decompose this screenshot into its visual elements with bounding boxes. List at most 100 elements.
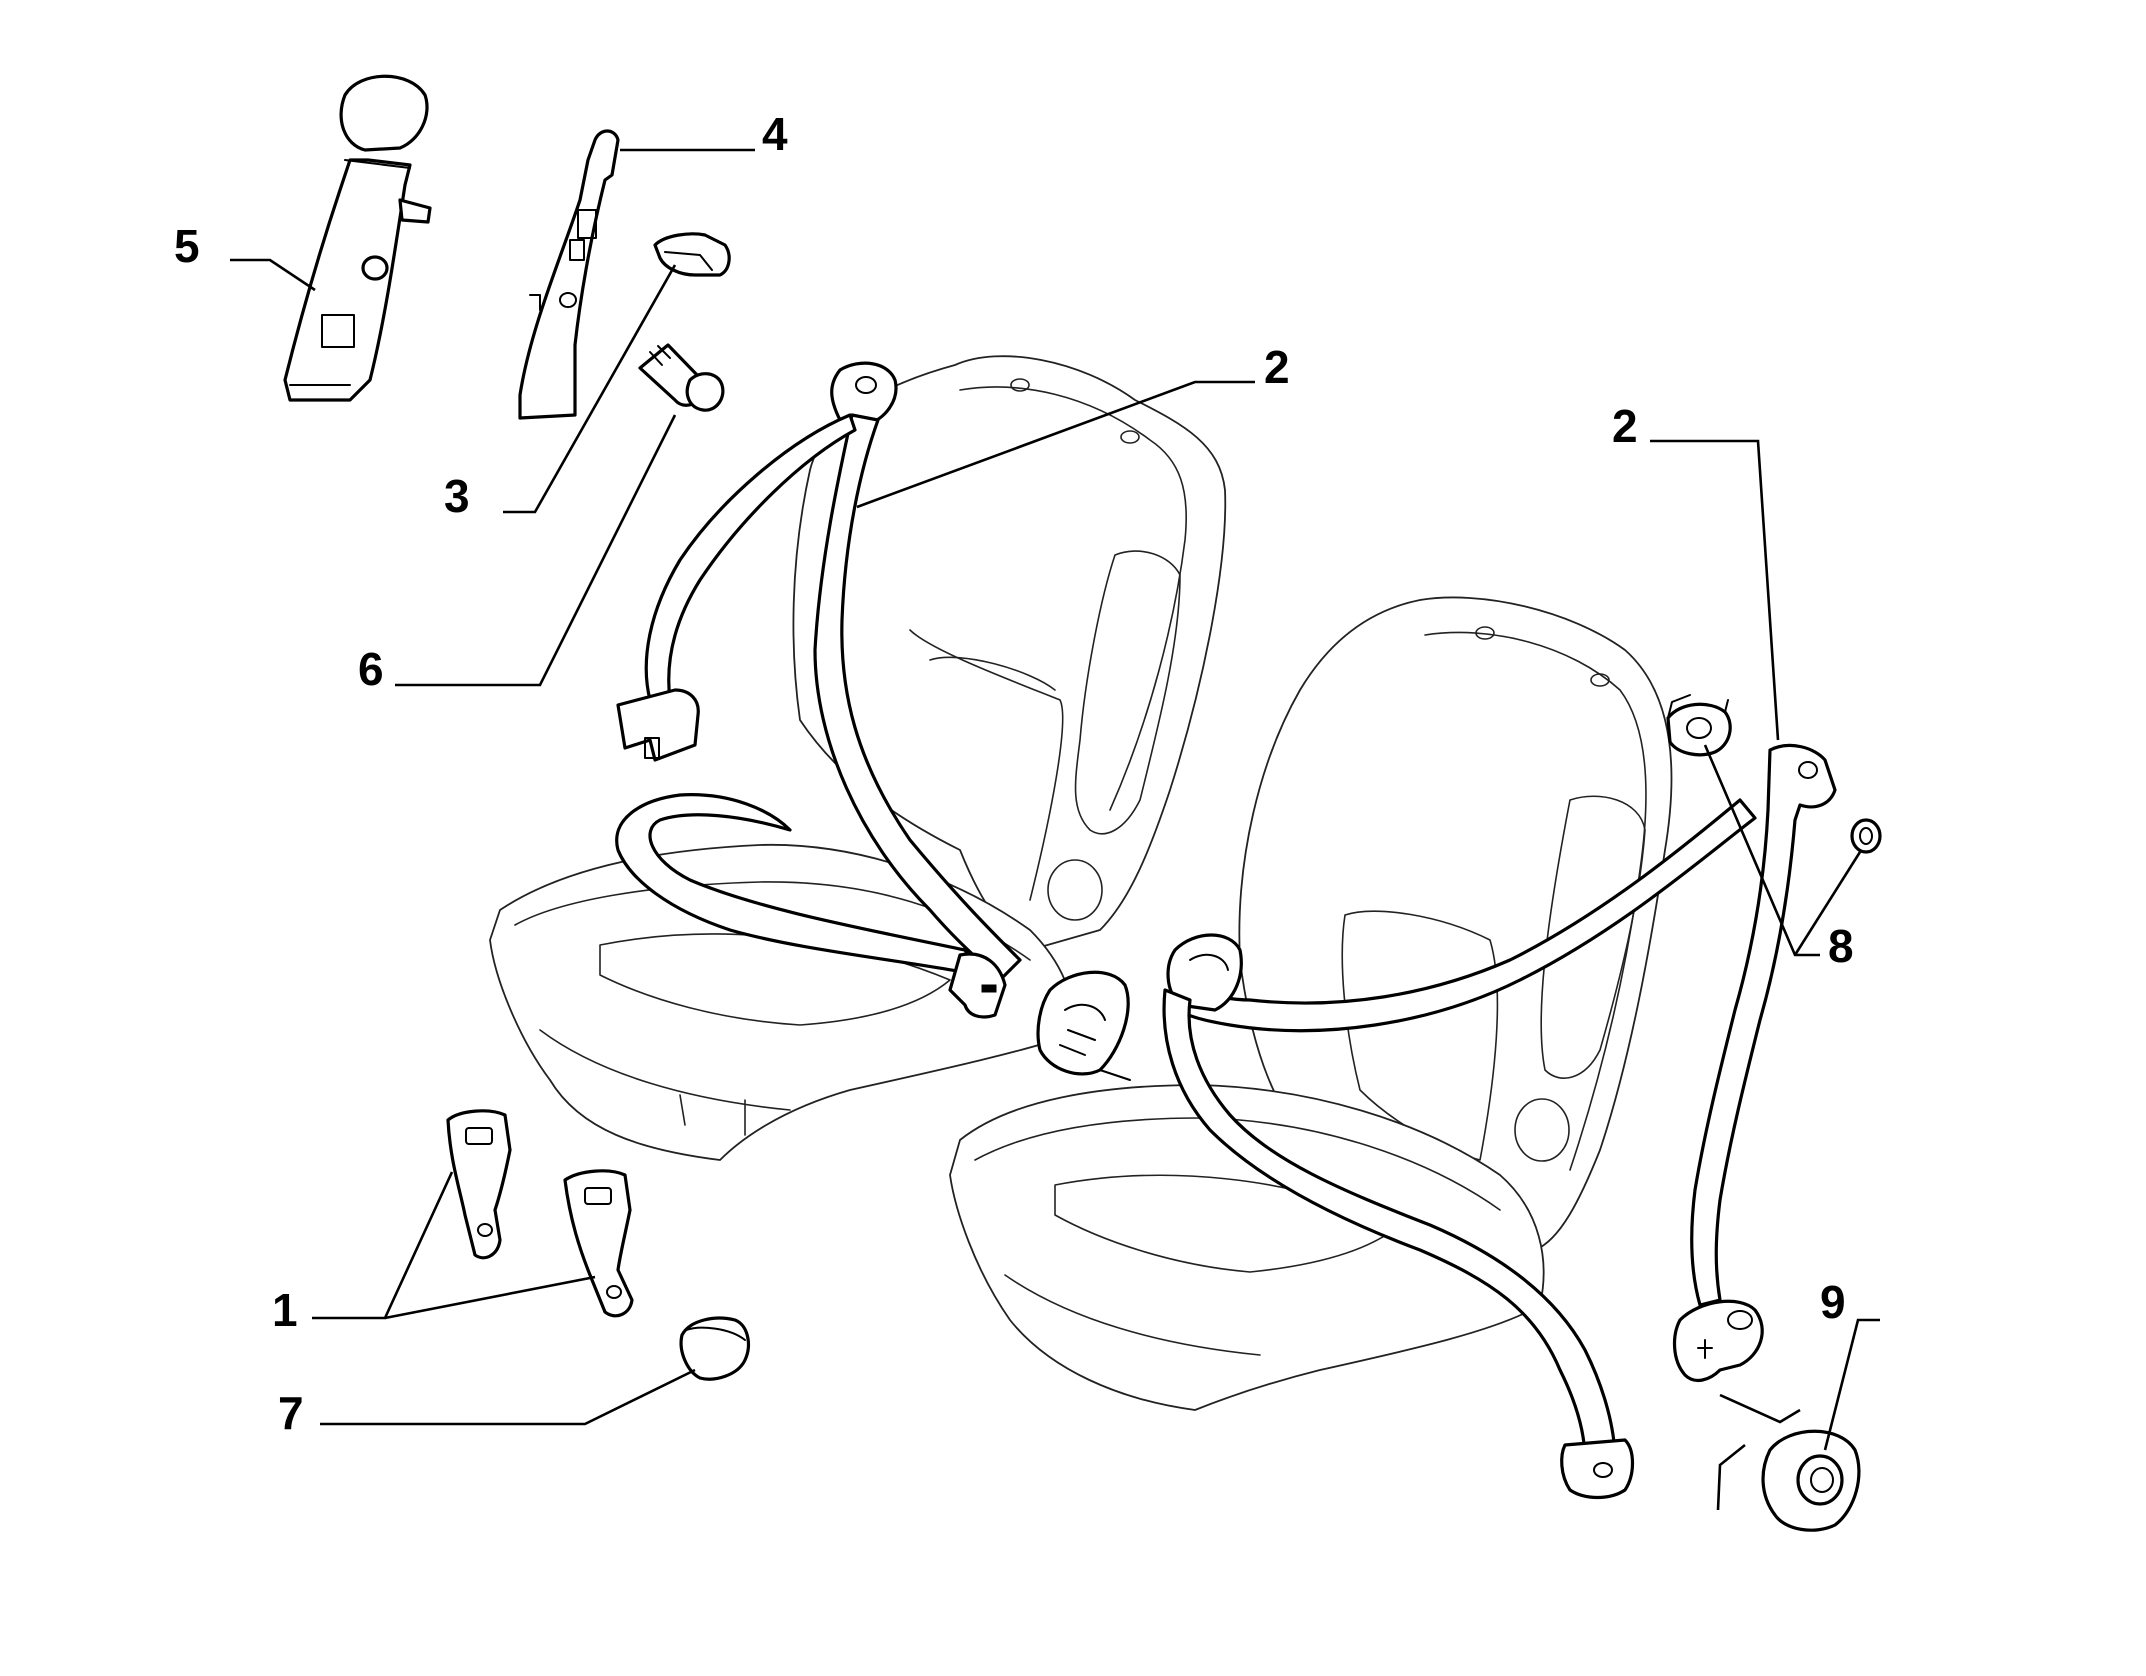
right-cushion-front-edge — [1004, 1274, 1261, 1356]
right-seat — [949, 596, 1673, 1411]
part-4-rail — [518, 129, 620, 420]
rail-body — [518, 129, 620, 420]
left-buckle-detail — [1059, 1003, 1106, 1056]
right-retractor-bolt — [1697, 1339, 1713, 1359]
adjuster-slot — [321, 314, 355, 348]
callout-5: 5 — [174, 220, 200, 272]
leader-5 — [230, 258, 316, 292]
left-belt-shoulder-strap — [813, 413, 1022, 982]
cap-7-rim — [685, 1326, 746, 1341]
leader-lines — [230, 148, 1880, 1511]
rail-tab — [529, 294, 541, 311]
left-backrest-knob — [1047, 859, 1103, 921]
leader-8b — [1793, 851, 1862, 956]
part-3-cap — [653, 232, 731, 277]
right-floor-anchor-hole — [1593, 1462, 1613, 1478]
callout-9: 9 — [1820, 1276, 1846, 1328]
rail-hole — [559, 292, 577, 308]
cap-7-body — [679, 1316, 750, 1381]
leader-9-bracket-b — [1716, 1443, 1746, 1511]
leader-6 — [395, 414, 677, 687]
left-backrest-side-recess — [1074, 550, 1181, 835]
left-belt-upper-anchor — [830, 361, 898, 427]
right-backrest-side-recess — [1540, 795, 1646, 1079]
right-belt-loop-guide — [1166, 933, 1243, 1012]
adjuster-lever — [398, 198, 432, 224]
left-headrest-hole — [1010, 378, 1030, 392]
left-belt-retractor — [616, 688, 700, 762]
callout-3: 3 — [444, 470, 470, 522]
right-belt-floor-anchor — [1560, 1438, 1635, 1500]
left-backrest-panel-edge — [909, 629, 1064, 901]
left-cushion-panel — [599, 933, 951, 1026]
buckle-a-hole — [477, 1223, 493, 1237]
spacer-face — [1796, 1454, 1844, 1506]
left-belt-tongue — [948, 952, 1007, 1019]
left-headrest-hole-2 — [1120, 430, 1140, 444]
part-6-screw — [638, 343, 725, 412]
cap-edge — [664, 251, 713, 271]
buckle-a — [446, 1109, 512, 1260]
callout-4: 4 — [762, 108, 788, 160]
right-seat-cushion — [949, 1084, 1545, 1411]
leader-9-bracket-a — [1719, 1393, 1801, 1424]
callout-2-right: 2 — [1612, 400, 1638, 452]
left-cushion-front-edge — [539, 1029, 791, 1111]
leader-1b — [384, 1275, 596, 1320]
right-headrest-hole — [1475, 626, 1495, 640]
leader-7 — [320, 1368, 696, 1426]
part-5-adjuster — [283, 74, 432, 402]
leader-2-left — [856, 380, 1255, 509]
callout-numbers: 1 2 2 3 4 5 6 7 8 9 — [174, 108, 1854, 1439]
right-loop-guide-slot — [1189, 953, 1229, 971]
callout-8: 8 — [1828, 920, 1854, 972]
washer-hole — [1859, 827, 1873, 845]
left-seat-cushion — [489, 843, 1074, 1161]
rail-slot-2 — [569, 239, 585, 261]
left-seat-belt — [615, 361, 1131, 1081]
left-seat — [489, 355, 1227, 1161]
left-belt-anchor-hole — [855, 376, 877, 394]
left-backrest-rim — [959, 386, 1188, 811]
part-8-nut-washer — [1666, 694, 1882, 854]
nut-hex-edge — [1667, 694, 1729, 719]
callout-6: 6 — [358, 643, 384, 695]
left-backrest — [792, 355, 1227, 951]
right-backrest-rim — [1424, 631, 1647, 1171]
left-cushion-stitch — [679, 1094, 746, 1136]
right-belt-retractor — [1673, 1299, 1764, 1383]
left-belt-lap-loop — [615, 793, 982, 977]
right-pillar-plate-hole — [1798, 761, 1818, 779]
left-buckle-cable — [1099, 1069, 1131, 1081]
left-backrest-panel-top — [929, 656, 1056, 691]
right-backrest-knob — [1514, 1098, 1570, 1162]
screw-thread — [649, 345, 671, 366]
right-belt-pillar-strap — [1690, 743, 1837, 1307]
left-tongue-slot — [981, 984, 997, 993]
right-retractor-hub — [1727, 1310, 1753, 1330]
leader-9 — [1823, 1318, 1880, 1451]
leader-2-right — [1650, 439, 1780, 741]
part-7-cap — [679, 1316, 750, 1381]
adjuster-body — [283, 158, 412, 402]
left-retractor-clip — [644, 737, 660, 759]
nut — [1666, 702, 1732, 757]
nut-bore — [1686, 717, 1712, 739]
buckle-b — [563, 1169, 634, 1318]
washer — [1850, 818, 1882, 854]
buckle-b-slot — [584, 1187, 612, 1205]
right-cushion-panel — [1054, 1174, 1401, 1273]
right-headrest-hole-2 — [1590, 673, 1610, 687]
leader-1a — [312, 1171, 454, 1320]
spacer-hole — [1810, 1467, 1834, 1493]
screw-head — [685, 372, 725, 412]
buckle-a-slot — [465, 1127, 493, 1145]
rail-slot-1 — [577, 209, 597, 239]
left-seat-buckle — [1036, 970, 1130, 1076]
right-seat-belt — [1162, 743, 1837, 1500]
callout-1: 1 — [272, 1284, 298, 1336]
callout-2-left: 2 — [1264, 341, 1290, 393]
adjuster-knob — [361, 255, 389, 281]
leader-3 — [503, 264, 677, 514]
